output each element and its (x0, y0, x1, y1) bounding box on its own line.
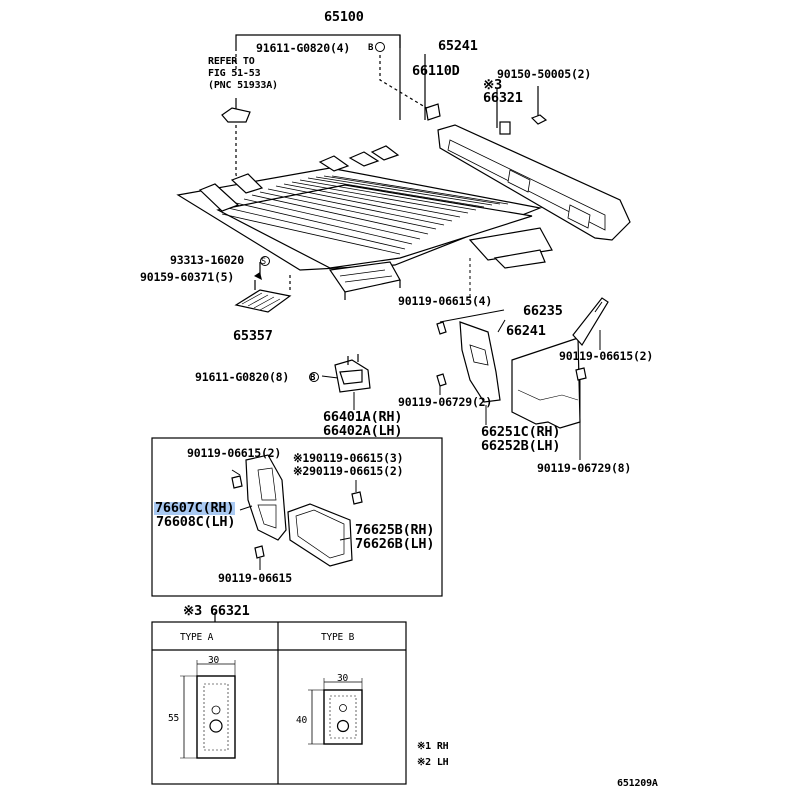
refer-dash (235, 125, 251, 201)
label-66241[interactable]: 66241 (506, 323, 546, 339)
leader-66235 (594, 301, 603, 313)
dim-a-height: 55 (168, 713, 180, 724)
label-90119-4[interactable]: 90119-06615(4) (398, 294, 493, 308)
label-90150[interactable]: 90150-50005(2) (497, 67, 592, 81)
label-93313[interactable]: 93313-16020 (170, 253, 244, 267)
label-90119-06729-8[interactable]: 90119-06729(8) (537, 461, 632, 475)
label-65241[interactable]: 65241 (438, 38, 478, 54)
clip-66110d (425, 103, 441, 121)
label-66110d[interactable]: 66110D (412, 63, 460, 79)
circle-b-mid-label: B (310, 373, 316, 383)
label-65100[interactable]: 65100 (324, 9, 364, 25)
label-90159[interactable]: 90159-60371(5) (140, 270, 235, 284)
type-b-header: TYPE B (321, 632, 355, 643)
bracket-part (221, 107, 251, 123)
mudflap-bracket (436, 297, 609, 429)
leader-66241 (497, 319, 506, 333)
circle-s-label: S (261, 257, 266, 267)
label-box-90119-2[interactable]: 90119-06615(2) (187, 446, 282, 460)
label-66251[interactable]: 66251C(RH) 66252B(LH) (481, 424, 561, 454)
label-76607-selected[interactable]: 76607C(RH) (154, 500, 236, 516)
inner-splash-shield (231, 454, 363, 567)
pad-table (151, 612, 407, 785)
label-90119-r2[interactable]: 90119-06615(2) (559, 349, 654, 363)
label-box-90119-2b[interactable]: ※290119-06615(2) (293, 464, 404, 478)
circle-b-mid (309, 372, 319, 382)
table-title: ※3 66321 (183, 603, 250, 619)
leader-90119-4 (439, 309, 505, 323)
label-66321-top[interactable]: ※3 66321 (483, 77, 523, 106)
leader-76607 (239, 505, 253, 511)
tie-down-hook (334, 354, 371, 393)
label-76608[interactable]: 76608C(LH) (156, 514, 236, 530)
circle-b-top-label: B (368, 43, 374, 53)
pad-66321 (499, 121, 511, 135)
rear-cross-member (437, 124, 631, 241)
leader-91611-mid (321, 375, 339, 379)
dim-a-width: 30 (208, 655, 220, 666)
screw-90159 (254, 272, 262, 280)
label-76625[interactable]: 76625B(RH) 76626B(LH) (355, 522, 435, 552)
label-90119-06729-2[interactable]: 90119-06729(2) (398, 395, 493, 409)
note-lh: ※2 LH (417, 757, 449, 768)
dash-91611 (379, 55, 431, 111)
detail-box (151, 437, 443, 597)
leader-76625 (339, 537, 351, 541)
refer-note: REFER TO FIG 51-53 (PNC 51933A) (208, 56, 278, 91)
bolt-90150 (530, 114, 548, 125)
circle-b-top (375, 42, 385, 52)
label-91611-mid[interactable]: 91611-G0820(8) (195, 370, 290, 384)
label-91611-top[interactable]: 91611-G0820(4) (256, 41, 351, 55)
label-box-90119-bottom[interactable]: 90119-06615 (218, 571, 292, 585)
bed-floor (176, 145, 553, 300)
step-plate (234, 262, 292, 313)
dim-b-height: 40 (296, 715, 308, 726)
figure-code: 651209A (617, 778, 658, 789)
type-a-header: TYPE A (180, 632, 214, 643)
leader-90119-box (231, 469, 241, 476)
circle-s (260, 256, 270, 266)
label-box-90119-3[interactable]: ※190119-06615(3) (293, 451, 404, 465)
label-66235[interactable]: 66235 (523, 303, 563, 319)
label-66401[interactable]: 66401A(RH) 66402A(LH) (323, 409, 403, 439)
label-65357[interactable]: 65357 (233, 328, 273, 344)
dim-b-width: 30 (337, 673, 349, 684)
note-rh: ※1 RH (417, 741, 449, 752)
